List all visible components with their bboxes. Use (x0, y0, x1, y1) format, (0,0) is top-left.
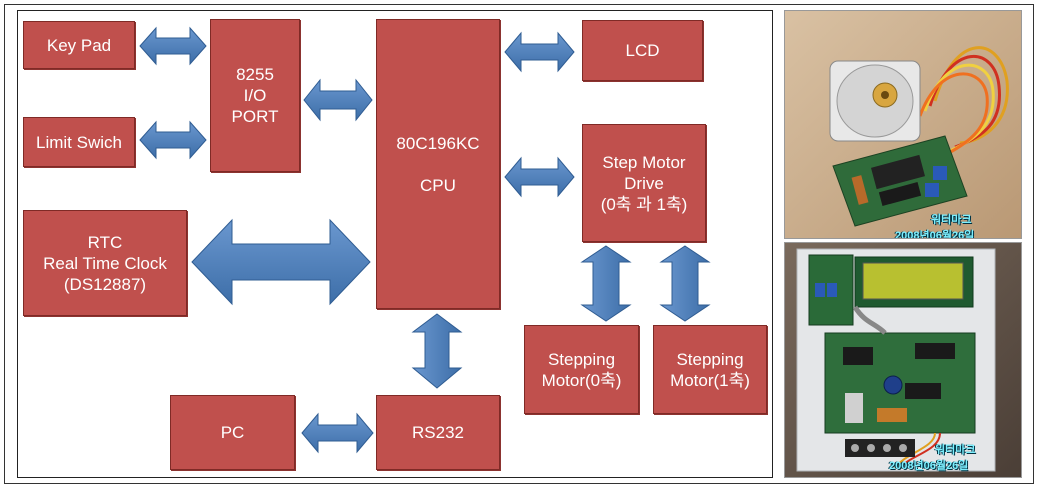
stepping-motor-1-block: Stepping Motor(1축) (653, 325, 767, 414)
pc-block: PC (170, 395, 295, 470)
rtc-block: RTC Real Time Clock (DS12887) (23, 210, 187, 316)
lcd-block: LCD (582, 20, 703, 81)
stepper-motor-photo: 워터마크 2008년06월26일 (784, 10, 1022, 239)
outer-frame (4, 4, 1034, 484)
cpu-block: 80C196KC CPU (376, 19, 500, 309)
controller-board-photo: 워터마크 2008년06월26일 (784, 242, 1022, 478)
keypad-block: Key Pad (23, 21, 135, 69)
step-motor-drive-block: Step Motor Drive (0축 과 1축) (582, 124, 706, 242)
limit-switch-block: Limit Swich (23, 117, 135, 167)
bottom-photo-caption-2: 2008년06월26일 (889, 460, 969, 472)
bottom-photo-caption-1: 워터마크 (935, 444, 976, 456)
top-photo-caption-2: 2008년06월26일 (895, 230, 975, 239)
io-port-block: 8255 I/O PORT (210, 19, 300, 172)
top-photo-caption-1: 워터마크 (931, 214, 972, 226)
rs232-block: RS232 (376, 395, 500, 470)
stepping-motor-0-block: Stepping Motor(0축) (524, 325, 639, 414)
